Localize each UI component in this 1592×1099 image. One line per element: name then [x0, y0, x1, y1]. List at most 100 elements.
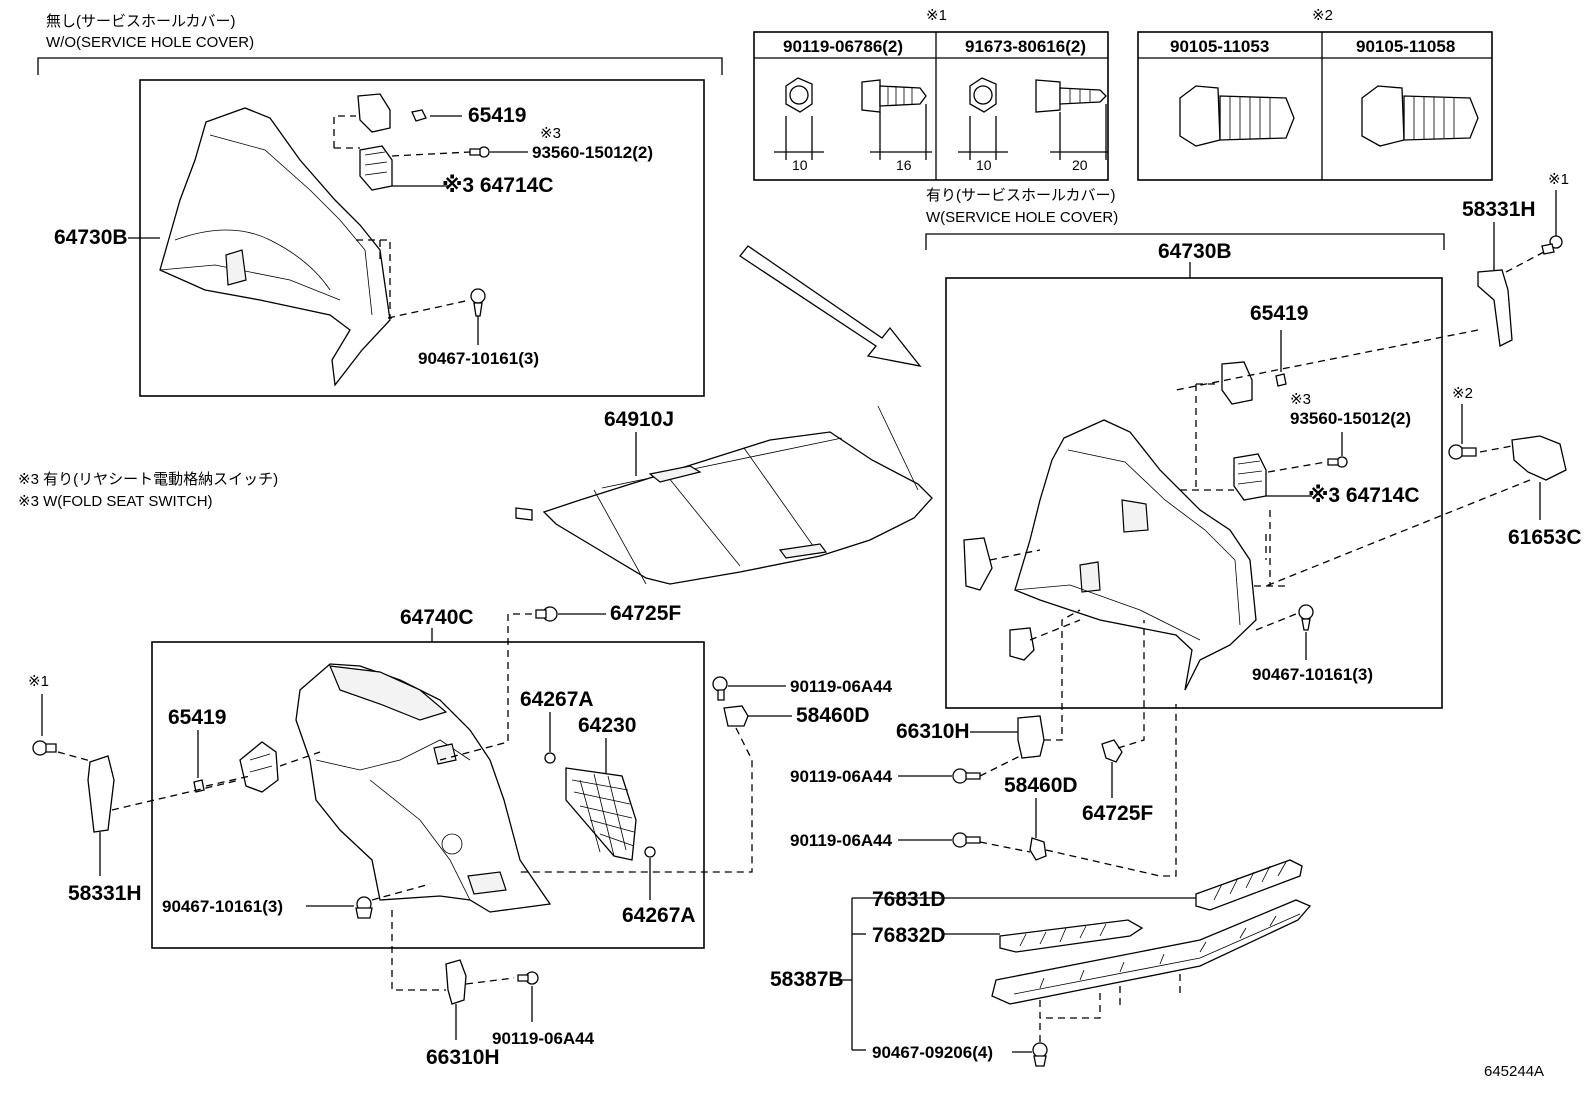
- bracket-58331H-left-icon: [87, 755, 115, 833]
- bracket-66310H-mid-icon: [1017, 715, 1045, 759]
- bracket-66310H-bot-icon: [445, 959, 467, 1005]
- clip-90467-icon: [470, 288, 486, 317]
- cargo-net-64230: [565, 767, 637, 861]
- quarter-trim-panel-left: [159, 107, 391, 387]
- label-66310H-mid: 66310H: [896, 720, 970, 743]
- label-90467-c: 90467-10161(3): [162, 897, 283, 916]
- bolt-90105-11053-icon: [1179, 85, 1295, 147]
- clip-90467-09206-icon: [1032, 1042, 1048, 1067]
- clip-64725F-top-icon: [535, 606, 558, 622]
- label-64714C-a: ※3 64714C: [442, 174, 554, 197]
- clip-65419-lower-icon: [193, 779, 205, 793]
- label-61653C: 61653C: [1508, 526, 1582, 549]
- fastener-table: [753, 31, 1493, 181]
- bracket-61653C-icon: [1511, 435, 1567, 481]
- label-64230: 64230: [578, 714, 636, 737]
- bolt-90119-b-icon: [517, 971, 539, 985]
- header-right-en: W(SERVICE HOLE COVER): [926, 209, 1118, 226]
- table-col2-dim-b: 20: [1072, 157, 1088, 173]
- label-64740C: 64740C: [400, 606, 474, 629]
- bolt-90119-a-icon: [712, 676, 728, 701]
- label-64730B-right: 64730B: [1158, 240, 1232, 263]
- lower-trim-panel: [295, 663, 552, 913]
- bracket-58331H-right-icon: [1477, 269, 1513, 347]
- screw-icon: [469, 146, 490, 158]
- label-64910J: 64910J: [604, 408, 674, 431]
- bolt-58331H-right-icon: [1541, 235, 1563, 255]
- quarter-trim-panel-right: [1014, 419, 1257, 691]
- label-66310H-bot: 66310H: [426, 1046, 500, 1069]
- scuff-plate-76831D: [1195, 859, 1303, 911]
- label-58460D-a: 58460D: [796, 704, 870, 727]
- table-col1-part: 90119-06786(2): [783, 37, 903, 56]
- box-w-cover: [945, 277, 1443, 709]
- label-mark3-b: ※3: [1290, 391, 1311, 408]
- label-64725F-mid: 64725F: [1082, 802, 1153, 825]
- header-left-jp: 無し(サービスホールカバー): [46, 13, 236, 30]
- clip-90467-lower-icon: [355, 896, 373, 919]
- label-64725F-top: 64725F: [610, 602, 681, 625]
- label-58331H-left: 58331H: [68, 882, 142, 905]
- label-58387B: 58387B: [770, 968, 844, 991]
- fold-note-jp: ※3 有り(リヤシート電動格納スイッチ): [18, 471, 278, 488]
- label-mark1-right: ※1: [1548, 171, 1569, 188]
- label-65419-right: 65419: [1250, 302, 1308, 325]
- label-mark1-left: ※1: [28, 673, 49, 690]
- header-left-en: W/O(SERVICE HOLE COVER): [46, 34, 254, 51]
- bolt-90119-d-icon: [952, 832, 981, 848]
- retainer-58460D-b-icon: [1029, 837, 1047, 861]
- label-90467-09206: 90467-09206(4): [872, 1043, 993, 1062]
- label-93560-b: 93560-15012(2): [1290, 409, 1411, 428]
- clip-64267A-top-icon: [544, 752, 556, 764]
- box-lower-trim: [151, 641, 705, 949]
- table-col2-part: 91673-80616(2): [965, 37, 1086, 56]
- clip-65419-right-icon: [1275, 373, 1287, 387]
- label-64730B-left: 64730B: [54, 226, 128, 249]
- clip-icon: [411, 109, 427, 122]
- label-58460D-b: 58460D: [1004, 774, 1078, 797]
- label-58331H-right: 58331H: [1462, 198, 1536, 221]
- bracket-right: [925, 233, 1445, 250]
- label-90467-b: 90467-10161(3): [1252, 665, 1373, 684]
- label-mark2-right: ※2: [1452, 385, 1473, 402]
- service-hole-cover-icon: [963, 537, 993, 591]
- bracket-left: [37, 57, 723, 75]
- bolt-90105-11058-icon: [1361, 85, 1479, 147]
- label-64714C-b: ※3 64714C: [1308, 484, 1420, 507]
- switch-bracket-right-icon: [1221, 361, 1267, 501]
- clip-90467-right-icon: [1298, 604, 1314, 631]
- label-64267A-top: 64267A: [520, 688, 594, 711]
- table-col2-dim-a: 10: [976, 157, 992, 173]
- drawing-number: 645244A: [1484, 1063, 1544, 1080]
- clip-64725F-mid-icon: [1101, 739, 1123, 763]
- table-col1-dim-b: 16: [896, 157, 912, 173]
- label-90119-06A44-b: 90119-06A44: [492, 1029, 595, 1048]
- label-90119-06A44-c: 90119-06A44: [790, 767, 893, 786]
- label-64267A-bot: 64267A: [622, 904, 696, 927]
- scuff-plate-58387B: [991, 899, 1312, 1005]
- table-col4-part: 90105-11058: [1356, 37, 1455, 56]
- service-hole-cover-small-icon: [1009, 627, 1035, 661]
- label-90119-06A44-d: 90119-06A44: [790, 831, 893, 850]
- direction-arrow-icon: [739, 245, 922, 367]
- label-93560-a: 93560-15012(2): [532, 143, 653, 162]
- switch-bracket-lower-icon: [239, 741, 279, 793]
- label-90119-06A44-a: 90119-06A44: [790, 677, 893, 696]
- label-76832D: 76832D: [872, 924, 946, 947]
- header-right-jp: 有り(サービスホールカバー): [926, 187, 1116, 204]
- label-mark3-a: ※3: [540, 125, 561, 142]
- label-90467-a: 90467-10161(3): [418, 349, 539, 368]
- table-group1-mark: ※1: [926, 7, 947, 24]
- table-col1-dim-a: 10: [792, 157, 808, 173]
- switch-bracket-icon: [357, 93, 393, 191]
- bolt-61653C-icon: [1448, 444, 1477, 460]
- screw-right-icon: [1327, 456, 1348, 468]
- fold-note-en: ※3 W(FOLD SEAT SWITCH): [18, 493, 213, 510]
- bolt-90119-c-icon: [952, 768, 981, 784]
- bolt-91673-80616-icon: [958, 77, 1108, 160]
- bolt-58331H-left-icon: [32, 740, 57, 756]
- clip-64267A-bot-icon: [644, 846, 656, 858]
- table-group2-mark: ※2: [1312, 7, 1333, 24]
- table-col3-part: 90105-11053: [1170, 37, 1269, 56]
